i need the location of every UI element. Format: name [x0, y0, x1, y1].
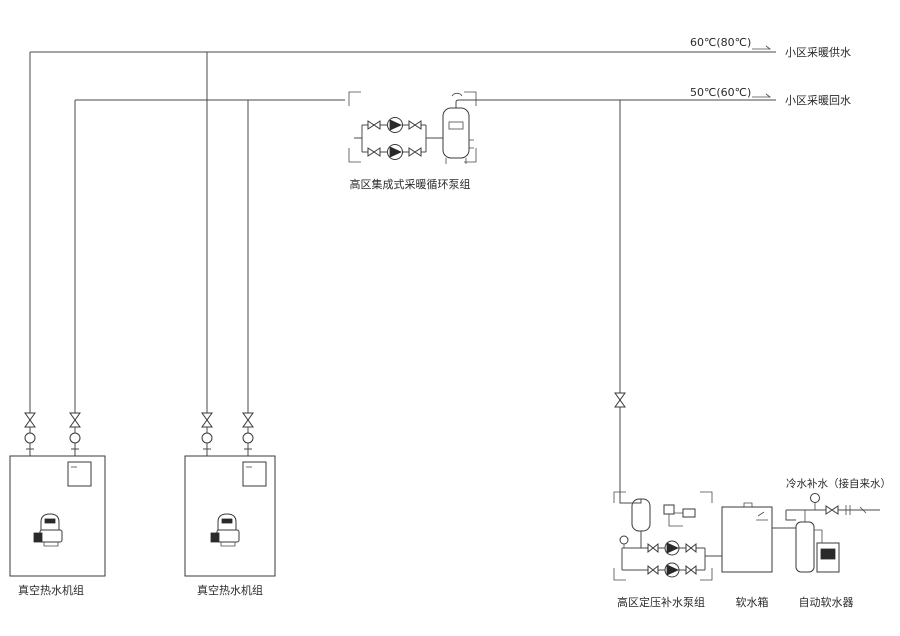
return-flow-arrow-icon	[752, 93, 772, 98]
supply-main-pipe	[29, 45, 776, 413]
boiler-2-label: 真空热水机组	[197, 583, 263, 597]
circulation-pump-1-icon	[387, 117, 403, 133]
boiler-1-burner-icon	[33, 513, 63, 547]
boiler-2-supply-valve-icon	[201, 412, 213, 456]
return-temperature: 50℃(60℃)	[690, 86, 751, 99]
return-main-pipe	[74, 93, 776, 497]
return-label: 小区采暖回水	[785, 94, 851, 107]
soft-water-tank	[721, 502, 796, 573]
boiler-2	[184, 412, 276, 577]
float-valve-icon	[756, 511, 768, 521]
boiler-1-label: 真空热水机组	[18, 583, 84, 597]
makeup-pressure-gauge-icon	[619, 535, 629, 548]
cold-water-flow-arrow-icon	[859, 506, 867, 514]
cold-water-makeup-line	[785, 493, 880, 521]
boiler-2-return-valve-icon	[242, 412, 254, 456]
makeup-gauge-icon	[810, 493, 820, 510]
boiler-1	[9, 412, 106, 577]
water-softener-label: 自动软水器	[799, 595, 854, 609]
water-softener	[795, 510, 840, 573]
supply-label: 小区采暖供水	[785, 45, 851, 59]
pressure-controller-icon	[663, 504, 696, 527]
boiler-1-control-panel	[67, 461, 92, 487]
boiler-2-control-panel	[242, 461, 267, 487]
cold-water-makeup-label: 冷水补水（接自来水）	[786, 477, 891, 490]
makeup-pump-2-icon	[664, 562, 680, 578]
makeup-pump-1-icon	[664, 540, 680, 556]
supply-flow-arrow-icon	[752, 45, 772, 50]
supply-temperature: 60℃(80℃)	[690, 36, 751, 49]
makeup-pump-group-label: 高区定压补水泵组	[617, 595, 705, 609]
expansion-tank-icon	[631, 498, 651, 548]
circulation-pump-group	[348, 91, 477, 164]
circulation-pump-2-icon	[387, 144, 403, 160]
boiler-2-burner-icon	[210, 513, 240, 547]
boiler-1-supply-valve-icon	[24, 412, 36, 456]
boiler-1-return-valve-icon	[69, 412, 81, 456]
circulation-pump-group-label: 高区集成式采暖循环泵组	[350, 177, 471, 191]
makeup-riser-valve-icon	[614, 392, 626, 408]
circulation-tank-icon	[442, 92, 474, 164]
soft-water-tank-label: 软水箱	[736, 595, 769, 609]
makeup-pump-group	[613, 491, 722, 581]
